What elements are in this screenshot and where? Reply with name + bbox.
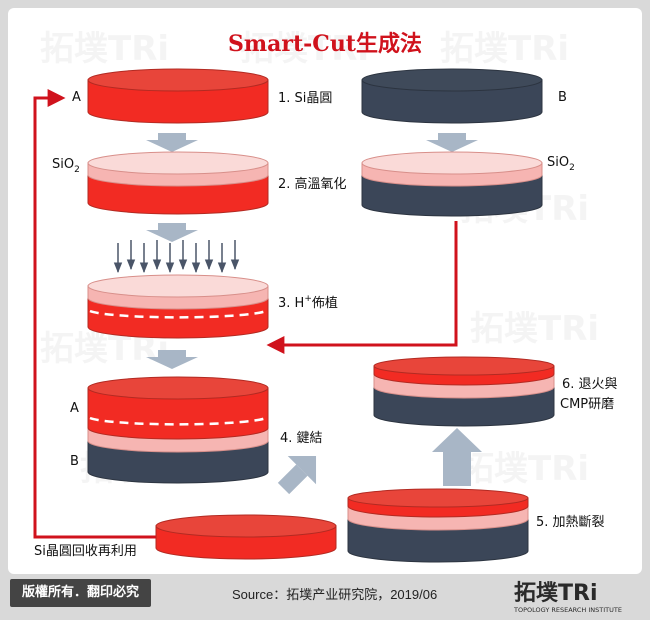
final-soi-step6 bbox=[373, 356, 555, 427]
process-arrow-3 bbox=[146, 350, 198, 369]
wafer-a-top bbox=[87, 376, 269, 400]
process-arrow-5 bbox=[432, 428, 482, 486]
wafer-label-b: B bbox=[558, 90, 567, 105]
page-title: Smart-Cut生成法 bbox=[228, 31, 422, 57]
wafer-b-step2 bbox=[361, 151, 543, 217]
process-arrow-1b bbox=[426, 133, 478, 152]
split-wafer-step5 bbox=[347, 488, 529, 563]
sio2-top bbox=[87, 151, 269, 175]
flow-arrow-recycle bbox=[33, 89, 156, 539]
wafer-b-body bbox=[87, 440, 269, 484]
wafer-a-body bbox=[87, 387, 269, 440]
wafer-b-side bbox=[361, 79, 543, 124]
sio2-label-left: SiO2 bbox=[52, 157, 80, 175]
step-3-label: 3. H+佈植 bbox=[278, 294, 338, 311]
tri-logo-text: 拓墣TRi bbox=[514, 581, 598, 606]
wafer-b-body bbox=[361, 174, 543, 217]
process-arrow-2 bbox=[146, 223, 198, 242]
sio2-label-right: SiO2 bbox=[547, 155, 575, 173]
flow-arrow-b-to-bond bbox=[266, 221, 458, 354]
wafer-a-step2 bbox=[87, 151, 269, 215]
wafer-b-step1 bbox=[361, 68, 543, 124]
watermark-text: 拓墣TRi bbox=[240, 29, 369, 69]
step-5-label: 5. 加熱斷裂 bbox=[536, 515, 605, 530]
watermark-text: 拓墣TRi bbox=[440, 29, 569, 69]
watermark-text: 拓墣TRi bbox=[460, 449, 589, 489]
step-2-label: 2. 高溫氧化 bbox=[278, 176, 347, 192]
wafer-label-a: A bbox=[72, 90, 81, 105]
wafer-a-step1 bbox=[87, 68, 269, 124]
sio2-top-b bbox=[361, 151, 543, 175]
bonded-stack-step4 bbox=[87, 376, 269, 484]
thin-si-top bbox=[373, 356, 555, 376]
wafer-b-top bbox=[361, 68, 543, 92]
step-4-label: 4. 鍵結 bbox=[280, 430, 323, 446]
recycled-wafer-a bbox=[155, 514, 337, 560]
thin-si-top bbox=[347, 488, 529, 508]
watermark-text: 拓墣TRi bbox=[470, 309, 599, 349]
recycle-label: Si晶圓回收再利用 bbox=[34, 544, 137, 559]
step-1-label: 1. Si晶圓 bbox=[278, 91, 332, 106]
tri-logo-subtext: TOPOLOGY RESEARCH INSTITUTE bbox=[513, 606, 622, 614]
wafer-a-step3 bbox=[87, 274, 269, 339]
process-arrow-1 bbox=[146, 133, 198, 152]
source-text: Source：拓墣产业研究院，2019/06 bbox=[232, 587, 438, 602]
bonded-label-b: B bbox=[70, 454, 79, 469]
watermark-text: 拓墣TRi bbox=[40, 29, 169, 69]
wafer-a-side bbox=[87, 79, 269, 124]
tri-logo: 拓墣TRi TOPOLOGY RESEARCH INSTITUTE bbox=[513, 581, 622, 614]
hydrogen-implant-arrows bbox=[113, 240, 240, 274]
sio2-top bbox=[87, 274, 269, 298]
wafer-a-top bbox=[87, 68, 269, 92]
wafer-b-body bbox=[347, 518, 529, 563]
process-arrow-4 bbox=[277, 455, 317, 495]
step-6-label-line2: CMP研磨 bbox=[560, 397, 614, 412]
wafer-a-top bbox=[155, 514, 337, 538]
bonded-label-a: A bbox=[70, 401, 79, 416]
step-6-label: 6. 退火與 bbox=[562, 377, 618, 392]
copyright-badge: 版權所有．翻印必究 bbox=[10, 579, 152, 607]
